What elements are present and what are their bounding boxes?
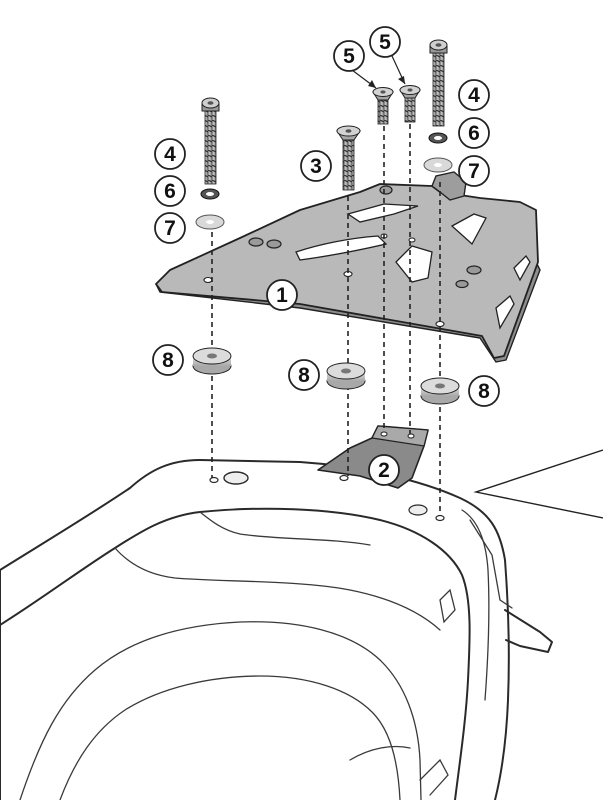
seat-mount-hole [339, 474, 349, 482]
lock-washer-left [200, 188, 220, 200]
spacer-left [192, 347, 232, 375]
lock-washer-right [428, 132, 448, 144]
callout-2-label: 2 [378, 459, 390, 482]
callout-5-right: 5 [369, 26, 401, 58]
callout-3-label: 3 [310, 155, 322, 178]
callout-3-countersunk-bolt: 3 [300, 150, 332, 182]
hex-bolt-long-left [201, 97, 220, 185]
callout-7-left-label: 7 [164, 217, 176, 240]
callout-8-right: 8 [468, 375, 500, 407]
callout-2-mounting-bracket: 2 [368, 454, 400, 486]
hex-bolt-long-right [429, 39, 448, 127]
seat-mount-hole [408, 504, 428, 516]
callout-6-right-label: 6 [468, 122, 480, 145]
callout-7-right-label: 7 [468, 160, 480, 183]
callout-7-right: 7 [458, 155, 490, 187]
seat-mount-hole [223, 471, 249, 485]
flat-washer-right [423, 157, 453, 173]
callout-1-rear-rack-plate: 1 [266, 279, 298, 311]
short-screw-left [372, 87, 394, 125]
callout-5-leaders [351, 55, 406, 89]
callout-4-left: 4 [154, 138, 186, 170]
callout-6-right: 6 [458, 117, 490, 149]
spacer-right [420, 377, 460, 405]
callout-8-left-label: 8 [162, 349, 174, 372]
callout-7-left: 7 [154, 212, 186, 244]
callout-5-left: 5 [333, 40, 365, 72]
callout-5-left-label: 5 [343, 45, 355, 68]
callout-6-left: 6 [154, 175, 186, 207]
callout-4-left-label: 4 [164, 143, 176, 166]
seat-mount-hole [435, 514, 445, 522]
callout-8-right-label: 8 [478, 380, 490, 403]
rear-rack-plate [155, 171, 541, 363]
callout-1-label: 1 [276, 284, 288, 307]
seat-mount-hole [209, 476, 219, 484]
callout-6-left-label: 6 [164, 180, 176, 203]
assembly-guide-lines [211, 124, 441, 516]
motorcycle-rear-body [0, 459, 553, 800]
countersunk-bolt [336, 125, 361, 191]
detail-pointer [473, 449, 603, 519]
spacer-middle [326, 362, 366, 390]
callout-4-right-label: 4 [468, 84, 480, 107]
callout-5-right-label: 5 [379, 31, 391, 54]
callout-8-middle: 8 [288, 359, 320, 391]
short-screw-right [399, 85, 421, 123]
callout-4-right: 4 [458, 79, 490, 111]
callout-8-left: 8 [152, 344, 184, 376]
callout-8-middle-label: 8 [298, 364, 310, 387]
flat-washer-left [195, 214, 225, 230]
